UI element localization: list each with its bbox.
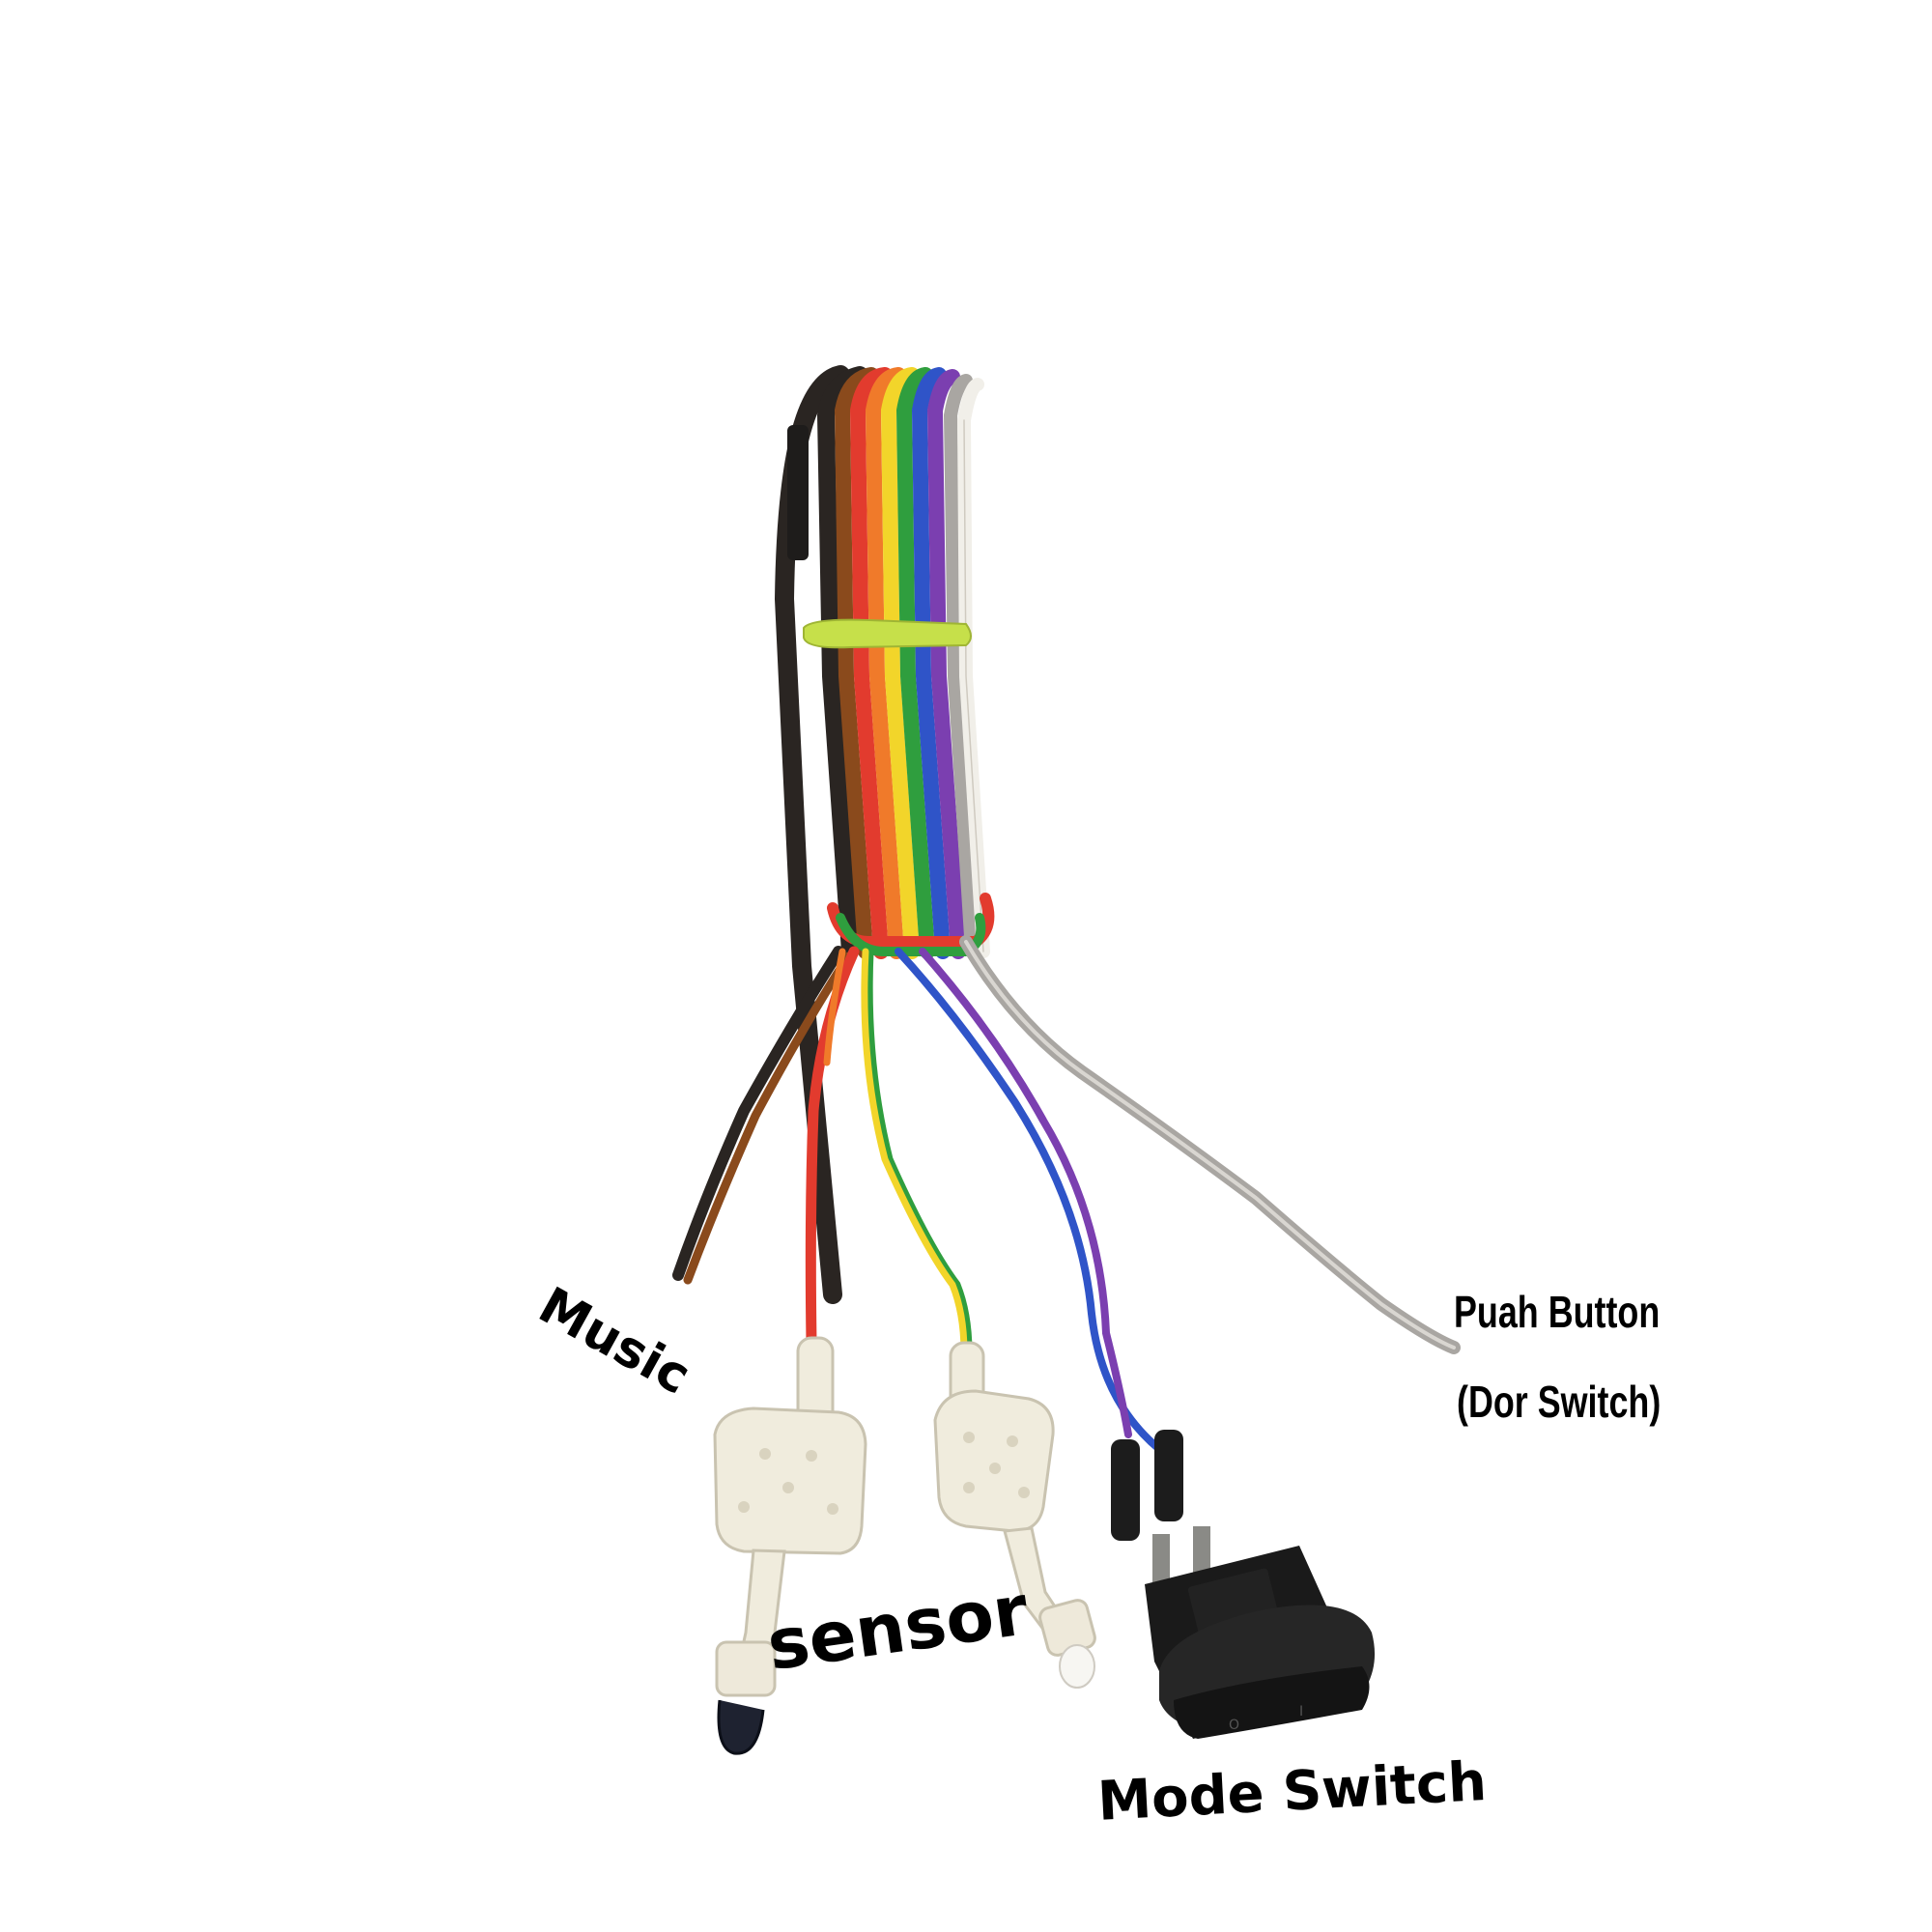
music-wire xyxy=(672,946,853,1285)
mode-rocker-switch: O I xyxy=(1111,1430,1376,1739)
sensor-wire-left xyxy=(805,946,860,1349)
sensor-plug-right xyxy=(933,1341,1096,1689)
ribbon-cable xyxy=(775,365,995,1304)
sensor-plug-left xyxy=(713,1336,867,1755)
svg-text:I: I xyxy=(1299,1704,1303,1719)
cable-tie xyxy=(803,618,972,649)
push-button-label: Puah Button xyxy=(1454,1287,1661,1337)
mode-switch-wires xyxy=(895,948,1163,1453)
push-button-wire xyxy=(959,935,1461,1354)
door-switch-label: (Dor Switch) xyxy=(1457,1377,1662,1427)
sensor-wire-right xyxy=(861,947,973,1357)
svg-text:O: O xyxy=(1229,1718,1239,1733)
